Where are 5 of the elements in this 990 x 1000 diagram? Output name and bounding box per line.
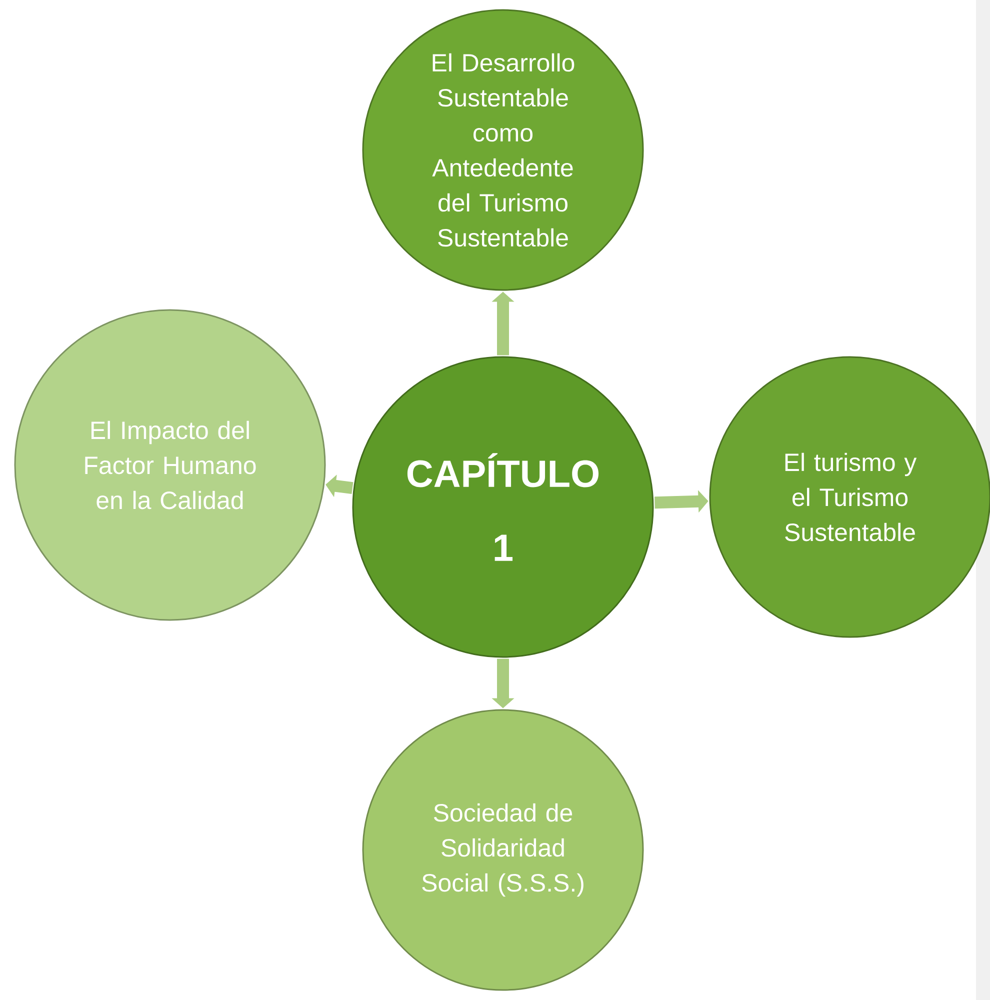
circle-node: El turismo y el Turismo Sustentable [709,356,990,638]
circle-node: El Desarrollo Sustentable como Antededente del Turismo Sustentable [362,9,644,291]
circle-node: Sociedad de Solidaridad Social (S.S.S.) [362,709,644,991]
circle-node: El Impacto del Factor Humano en la Calidad [14,309,326,621]
circle-node: CAPÍTULO 1 [352,356,654,658]
